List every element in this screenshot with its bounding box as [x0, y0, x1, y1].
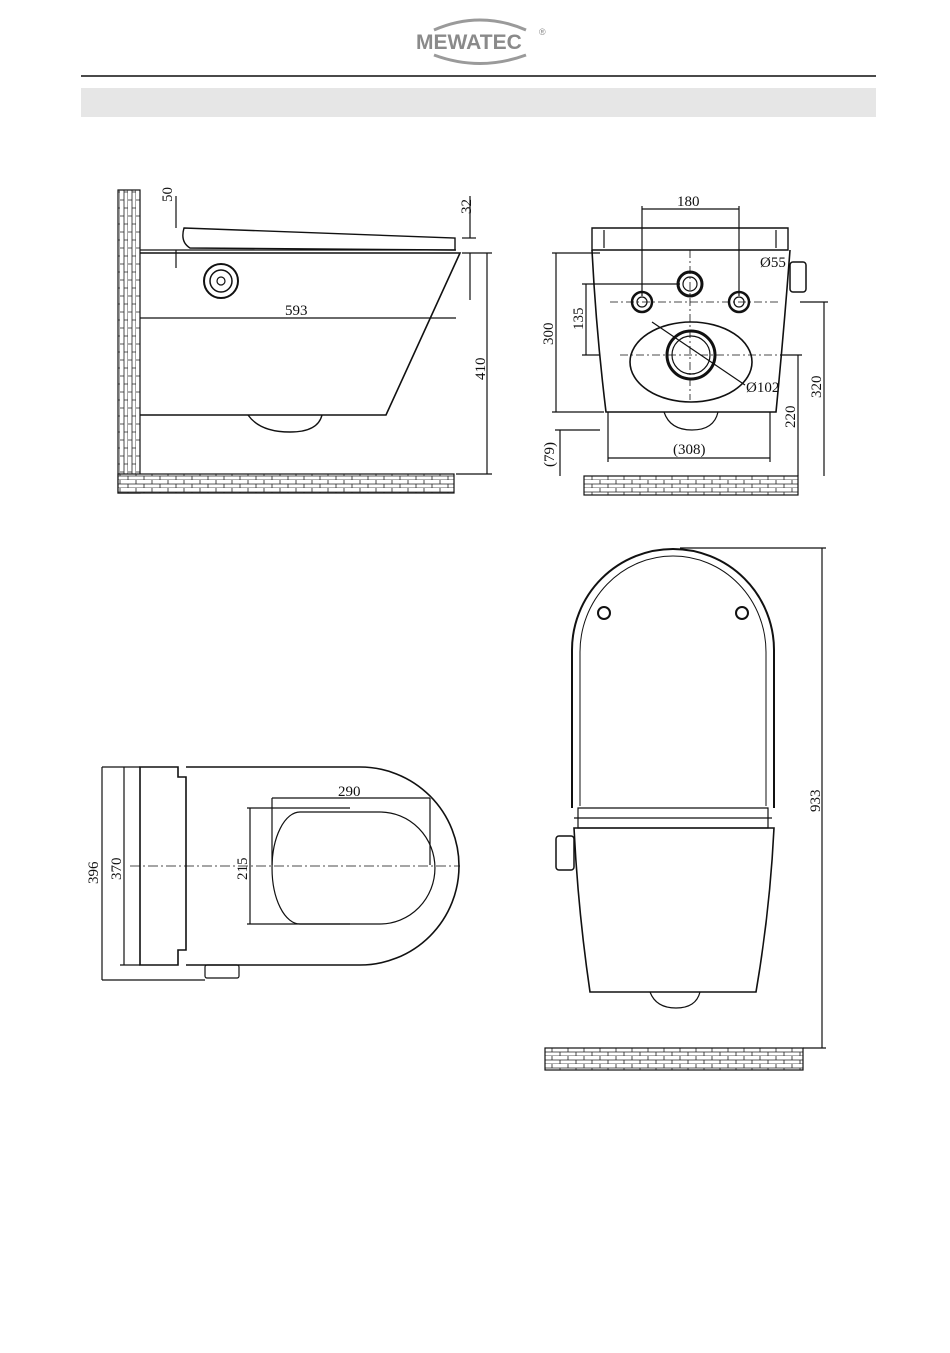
dim-inner-width: 370	[109, 858, 125, 881]
dim-outlet-diameter: Ø102	[746, 380, 779, 396]
dim-outer-width: 396	[86, 861, 102, 884]
dim-seat-height: 50	[160, 187, 176, 202]
dim-opening-length: 290	[338, 784, 361, 800]
dim-outlet-height: 220	[783, 406, 799, 429]
top-view	[102, 767, 460, 980]
wall-hatch	[118, 190, 140, 493]
dim-front-height: 300	[541, 323, 557, 346]
dim-inlet-offset: 135	[571, 308, 587, 331]
side-view	[118, 190, 492, 493]
dim-lid-thickness: 32	[459, 199, 475, 214]
dim-bottom-gap: (79)	[542, 442, 558, 467]
floor-hatch	[584, 476, 798, 495]
dim-base-width: (308)	[673, 442, 706, 458]
dim-inlet-spacing: 180	[677, 194, 700, 210]
dim-overall-height: 320	[809, 376, 825, 399]
front-open-view	[545, 548, 826, 1070]
floor-hatch	[545, 1048, 803, 1070]
dim-total-height: 933	[808, 790, 824, 813]
floor-hatch	[118, 474, 454, 493]
dim-height: 410	[473, 358, 489, 381]
dim-depth: 593	[285, 303, 308, 319]
dim-inlet-diameter: Ø55	[760, 255, 786, 271]
dim-opening-width: 215	[235, 858, 251, 881]
